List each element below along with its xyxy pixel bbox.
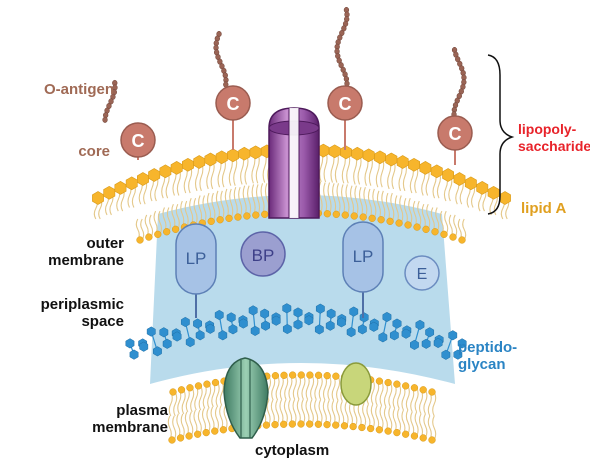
enzyme-label: E	[417, 266, 428, 283]
core-symbol: C	[449, 124, 462, 144]
binding-protein: BP	[241, 232, 285, 276]
o-antigen-chains	[103, 7, 467, 122]
lipid-a-label: lipid A	[521, 200, 566, 217]
cytoplasm-label: cytoplasm	[255, 442, 329, 459]
core-symbol: C	[132, 131, 145, 151]
core-label: core	[14, 143, 110, 160]
porin-protein	[269, 108, 319, 218]
outer-membrane-label: outer membrane	[22, 235, 124, 269]
binding-protein-label: BP	[252, 246, 275, 265]
core-symbol: C	[227, 94, 240, 114]
plasma-membrane-label: plasma membrane	[80, 402, 168, 436]
peptidoglycan-label: peptido- glycan	[458, 339, 517, 373]
lipoprotein-label: LP	[186, 249, 207, 268]
lipoprotein-label: LP	[353, 247, 374, 266]
membrane-protein	[341, 363, 371, 405]
periplasmic-space-label: periplasmic space	[22, 296, 124, 330]
core-symbol: C	[339, 94, 352, 114]
o-antigen-label: O-antigen	[14, 81, 114, 98]
enzyme: E	[405, 256, 439, 290]
lipopolysaccharide-label: lipopoly- saccharide	[518, 121, 590, 155]
